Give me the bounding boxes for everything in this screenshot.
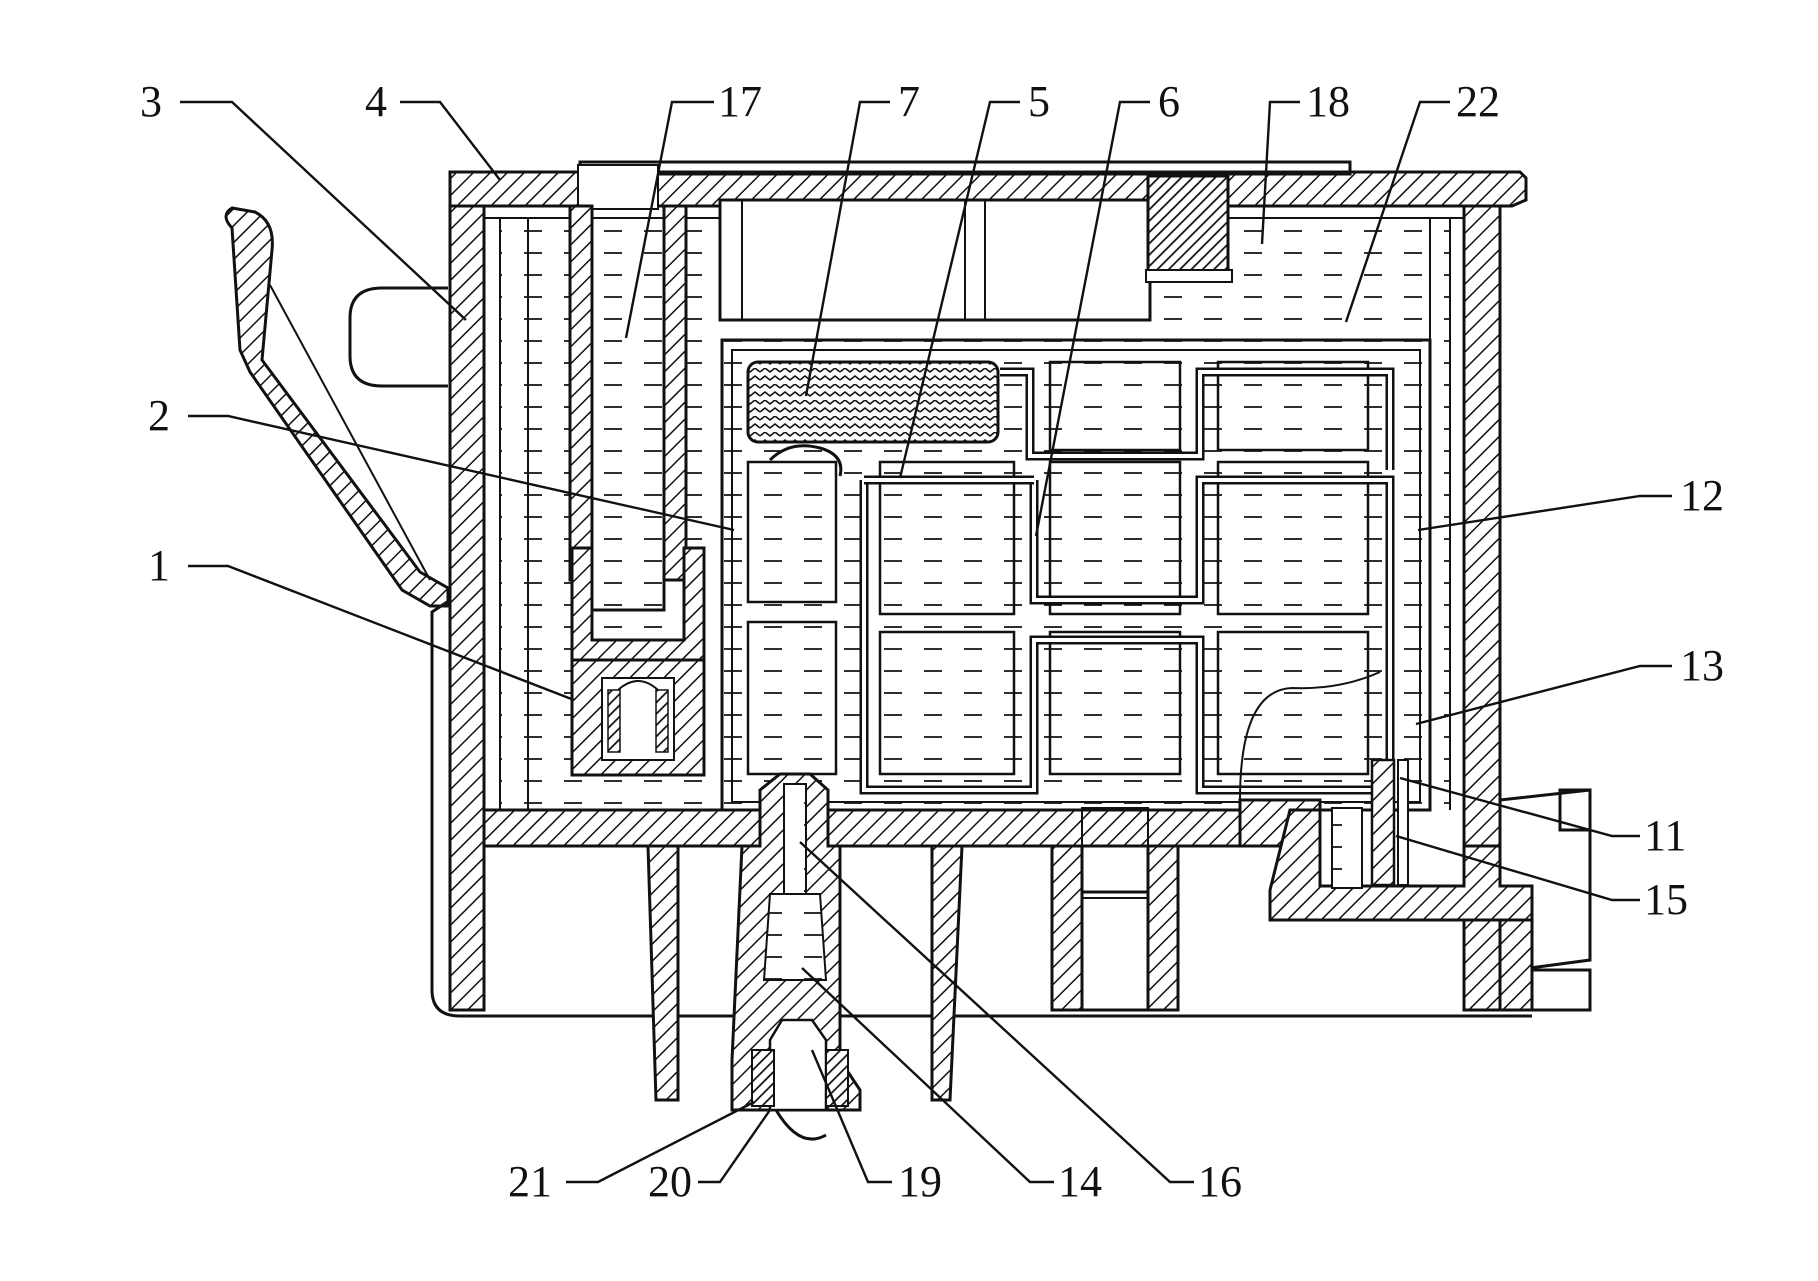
label-17: 17	[718, 77, 762, 126]
label-4: 4	[365, 77, 387, 126]
vent-plug	[1148, 176, 1228, 272]
label-18: 18	[1306, 77, 1350, 126]
label-22: 22	[1456, 77, 1500, 126]
label-3: 3	[140, 77, 162, 126]
label-12: 12	[1680, 471, 1724, 520]
label-5: 5	[1028, 77, 1050, 126]
label-21: 21	[508, 1157, 552, 1206]
label-13: 13	[1680, 641, 1724, 690]
legs	[648, 808, 1178, 1100]
side-grip	[350, 288, 448, 386]
lid-cavity	[720, 200, 1150, 320]
label-2: 2	[148, 391, 170, 440]
label-15: 15	[1644, 875, 1688, 924]
label-20: 20	[648, 1157, 692, 1206]
label-19: 19	[898, 1157, 942, 1206]
label-6: 6	[1158, 77, 1180, 126]
filter-media	[748, 362, 998, 442]
float-valve	[572, 660, 704, 775]
label-1: 1	[148, 541, 170, 590]
vent-cap	[1146, 270, 1232, 282]
label-11: 11	[1644, 811, 1686, 860]
handle	[226, 208, 448, 606]
label-14: 14	[1058, 1157, 1102, 1206]
label-7: 7	[898, 77, 920, 126]
label-16: 16	[1198, 1157, 1242, 1206]
